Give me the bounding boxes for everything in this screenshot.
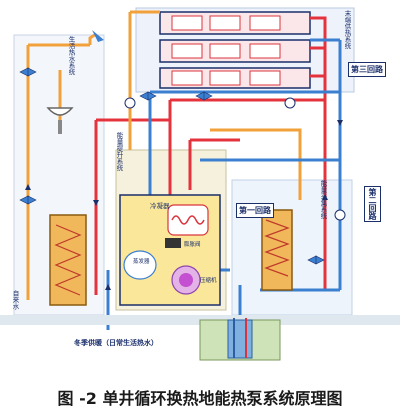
- circuit2-label: 第二回路: [364, 186, 381, 222]
- heat-supply-system-label: 末端供热系统: [343, 10, 351, 49]
- energy-lift-system-label: 能量提升系统: [115, 132, 123, 171]
- tap-water-label: 自来水: [11, 290, 19, 310]
- circuit1-label: 第一回路: [236, 203, 274, 218]
- domestic-water-exchanger: [49, 214, 87, 306]
- figure-caption: 图 -2 单井循环换热地能热泵系统原理图: [57, 389, 343, 408]
- domestic-water-system-label: 生活热水系统: [67, 36, 75, 75]
- valves: [19, 67, 325, 265]
- warm-pipes: [26, 10, 302, 300]
- flow-arrows: [25, 120, 343, 290]
- collection-exchanger: [261, 209, 293, 291]
- winter-heating-label: 冬季供暖（日常生活热水）: [74, 339, 158, 347]
- heat-pump-unit: [119, 194, 221, 306]
- shower-head: [88, 30, 104, 45]
- sink: [46, 107, 74, 134]
- evaporator-label: 蒸发器: [133, 259, 150, 265]
- energy-collection-system-label: 能量采集系统: [319, 180, 327, 219]
- radiator-row-1: [159, 11, 311, 35]
- radiator-row-2: [159, 39, 311, 63]
- radiator-row-3: [159, 67, 311, 89]
- expansion-valve-label: 膨胀阀: [184, 242, 201, 248]
- circuit3-label: 第三回路: [348, 62, 386, 77]
- pumps: [124, 97, 346, 221]
- ground-well: [0, 315, 400, 361]
- condenser-label: 冷凝器: [150, 202, 170, 210]
- compressor-label: 压缩机: [200, 278, 217, 284]
